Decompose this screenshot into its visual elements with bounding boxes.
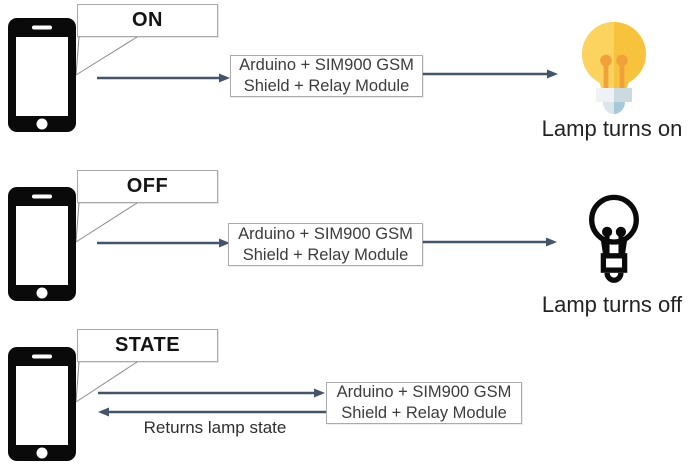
device-box-row1: Arduino + SIM900 GSM Shield + Relay Modu… bbox=[230, 55, 423, 97]
arrow-phone-to-device-row2 bbox=[97, 238, 230, 248]
device-box-line1: Arduino + SIM900 GSM bbox=[238, 224, 413, 243]
caption-lamp-on: Lamp turns on bbox=[541, 116, 683, 141]
device-box-line2: Shield + Relay Module bbox=[243, 77, 410, 95]
sms-callout-state: STATE bbox=[77, 329, 218, 362]
sms-callout-off: OFF bbox=[77, 170, 218, 203]
callout-tail-on bbox=[75, 36, 138, 76]
sms-command-off: OFF bbox=[126, 175, 169, 197]
sms-callout-on: ON bbox=[77, 4, 218, 37]
sms-command-on: ON bbox=[132, 9, 163, 31]
device-box-row3: Arduino + SIM900 GSM Shield + Relay Modu… bbox=[326, 382, 522, 424]
callout-tail-state bbox=[75, 361, 138, 403]
lamp-on-icon bbox=[580, 22, 648, 114]
arrow-device-to-lamp-row1 bbox=[423, 69, 558, 79]
sms-command-state: STATE bbox=[114, 334, 181, 356]
smartphone-icon bbox=[8, 347, 76, 461]
device-box-row2: Arduino + SIM900 GSM Shield + Relay Modu… bbox=[228, 223, 423, 266]
device-box-line1: Arduino + SIM900 GSM bbox=[239, 56, 414, 74]
device-box-line1: Arduino + SIM900 GSM bbox=[336, 383, 512, 401]
callout-tail-off bbox=[75, 202, 138, 243]
arrow-phone-to-device-row3 bbox=[98, 388, 325, 398]
caption-lamp-off: Lamp turns off bbox=[541, 292, 683, 317]
smartphone-icon bbox=[8, 187, 76, 301]
lamp-off-icon bbox=[580, 193, 648, 291]
arrow-device-to-lamp-row2 bbox=[423, 237, 557, 247]
arrow-phone-to-device-row1 bbox=[97, 73, 230, 83]
device-box-line2: Shield + Relay Module bbox=[341, 404, 507, 422]
arrow-device-return-to-phone bbox=[98, 407, 326, 417]
device-box-line2: Shield + Relay Module bbox=[242, 245, 409, 264]
return-state-label: Returns lamp state bbox=[143, 418, 287, 437]
smartphone-icon bbox=[8, 18, 76, 132]
